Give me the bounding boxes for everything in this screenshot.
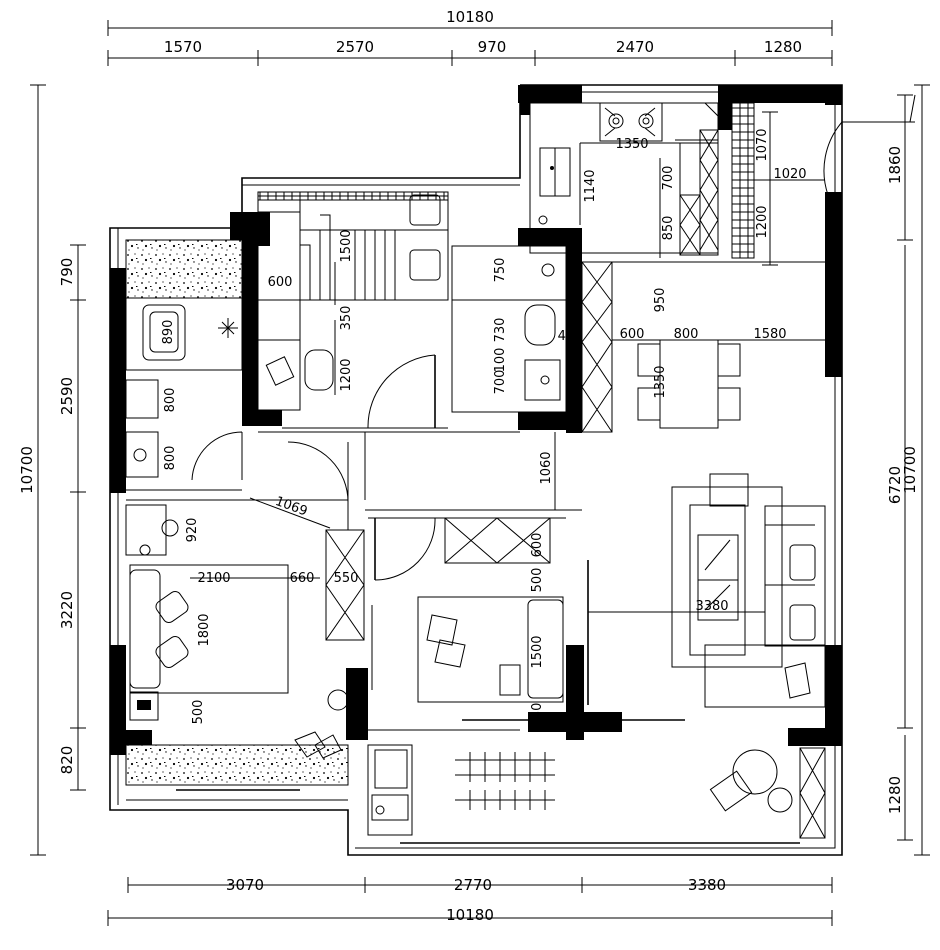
dimension-left: 10700 790 2590 3220 820 xyxy=(18,84,86,856)
dimension-top: 10180 1570 2570 970 2470 1280 xyxy=(107,8,833,66)
bed2-dim-500: 500 xyxy=(530,568,545,593)
dim-top-seg-2: 2570 xyxy=(336,38,374,56)
dim-left-seg-1: 790 xyxy=(58,258,76,287)
kitchen-dim-700: 700 xyxy=(661,166,676,191)
stair-dim-350: 350 xyxy=(339,306,354,331)
wc-dim-100: 100 xyxy=(493,348,508,373)
bedroom-center: 600 500 1500 330 xyxy=(365,509,685,731)
hall-dim-1069: 1069 xyxy=(273,494,309,519)
wc-dim-730: 730 xyxy=(493,318,508,343)
bath-dim-890: 890 xyxy=(161,320,176,345)
dining-dim-800: 800 xyxy=(674,327,699,342)
dining-dim-1350: 1350 xyxy=(653,365,668,398)
balconies xyxy=(125,731,826,844)
living-room: 3380 xyxy=(588,473,826,708)
kitchen: 1350 1070 1020 1140 700 850 1200 xyxy=(529,94,916,266)
dim-bottom-seg-1: 3070 xyxy=(226,876,264,894)
bed1-dim-500: 500 xyxy=(191,700,206,725)
stair-dim-1200: 1200 xyxy=(339,358,354,391)
stair-dim-600: 600 xyxy=(268,275,293,290)
bathtub xyxy=(142,304,186,361)
bed1-dim-2100: 2100 xyxy=(197,571,230,586)
dining: 950 600 800 1580 1350 xyxy=(582,261,825,429)
toilet xyxy=(524,304,556,346)
bed2-dim-600: 600 xyxy=(530,533,545,558)
dimension-bottom: 3070 2770 3380 10180 xyxy=(107,876,833,926)
dim-right-seg-3: 1280 xyxy=(886,776,904,814)
bedroom-left: 920 2100 660 550 1800 500 xyxy=(125,499,365,725)
kitchen-dim-1350: 1350 xyxy=(615,137,648,152)
dim-left-total: 10700 xyxy=(18,446,36,494)
kitchen-dim-1020: 1020 xyxy=(773,167,806,182)
wc-basin xyxy=(524,359,561,401)
bed1-dim-550: 550 xyxy=(334,571,359,586)
kitchen-dim-1070: 1070 xyxy=(755,128,770,161)
bed1-dim-920: 920 xyxy=(185,518,200,543)
kitchen-dim-1200: 1200 xyxy=(755,205,770,238)
dim-left-seg-4: 820 xyxy=(58,746,76,775)
bed2-dim-330: 330 xyxy=(530,703,545,728)
dim-top-total: 10180 xyxy=(446,8,494,26)
dining-dim-1580: 1580 xyxy=(753,327,786,342)
dimension-right: 10700 1860 6720 1280 xyxy=(886,84,930,856)
balcony-door-swing xyxy=(823,121,915,196)
dim-right-seg-2: 6720 xyxy=(886,466,904,504)
wc-dim-750: 750 xyxy=(493,258,508,283)
sofa xyxy=(764,505,826,647)
wc-center: 750 730 100 700 400 xyxy=(451,245,613,433)
kitchen-dim-850: 850 xyxy=(661,216,676,241)
dim-bottom-seg-3: 3380 xyxy=(688,876,726,894)
kitchen-dim-1140: 1140 xyxy=(583,169,598,202)
dim-top-seg-3: 970 xyxy=(478,38,507,56)
dining-dim-950: 950 xyxy=(653,288,668,313)
dim-top-seg-4: 2470 xyxy=(616,38,654,56)
wc-dim-400: 400 xyxy=(558,329,583,344)
dim-bottom-seg-2: 2770 xyxy=(454,876,492,894)
dining-table xyxy=(659,339,719,429)
dim-top-seg-1: 1570 xyxy=(164,38,202,56)
bed1-dim-660: 660 xyxy=(290,571,315,586)
dim-left-seg-3: 3220 xyxy=(58,591,76,629)
dim-left-seg-2: 2590 xyxy=(58,377,76,415)
dim-right-seg-1: 1860 xyxy=(886,146,904,184)
dim-top-seg-5: 1280 xyxy=(764,38,802,56)
bathroom-left: 890 800 800 xyxy=(125,239,243,491)
stair-study: 600 1500 350 1200 xyxy=(257,191,449,429)
cooktop xyxy=(599,102,663,142)
bed2-dim-1500: 1500 xyxy=(530,635,545,668)
stair-dim-1500: 1500 xyxy=(339,229,354,262)
hallway: 1060 1069 xyxy=(249,431,556,529)
nightstand xyxy=(129,691,159,721)
hall-dim-1060: 1060 xyxy=(539,451,554,484)
bath-dim-800a: 800 xyxy=(163,388,178,413)
wc-dim-700: 700 xyxy=(493,370,508,395)
dining-dim-600: 600 xyxy=(620,327,645,342)
study-chair xyxy=(304,349,334,391)
dim-bottom-total: 10180 xyxy=(446,906,494,924)
solid-walls xyxy=(110,85,842,755)
bed1-dim-1800: 1800 xyxy=(197,613,212,646)
bath-dim-800b: 800 xyxy=(163,446,178,471)
living-dim-3380: 3380 xyxy=(695,599,728,614)
